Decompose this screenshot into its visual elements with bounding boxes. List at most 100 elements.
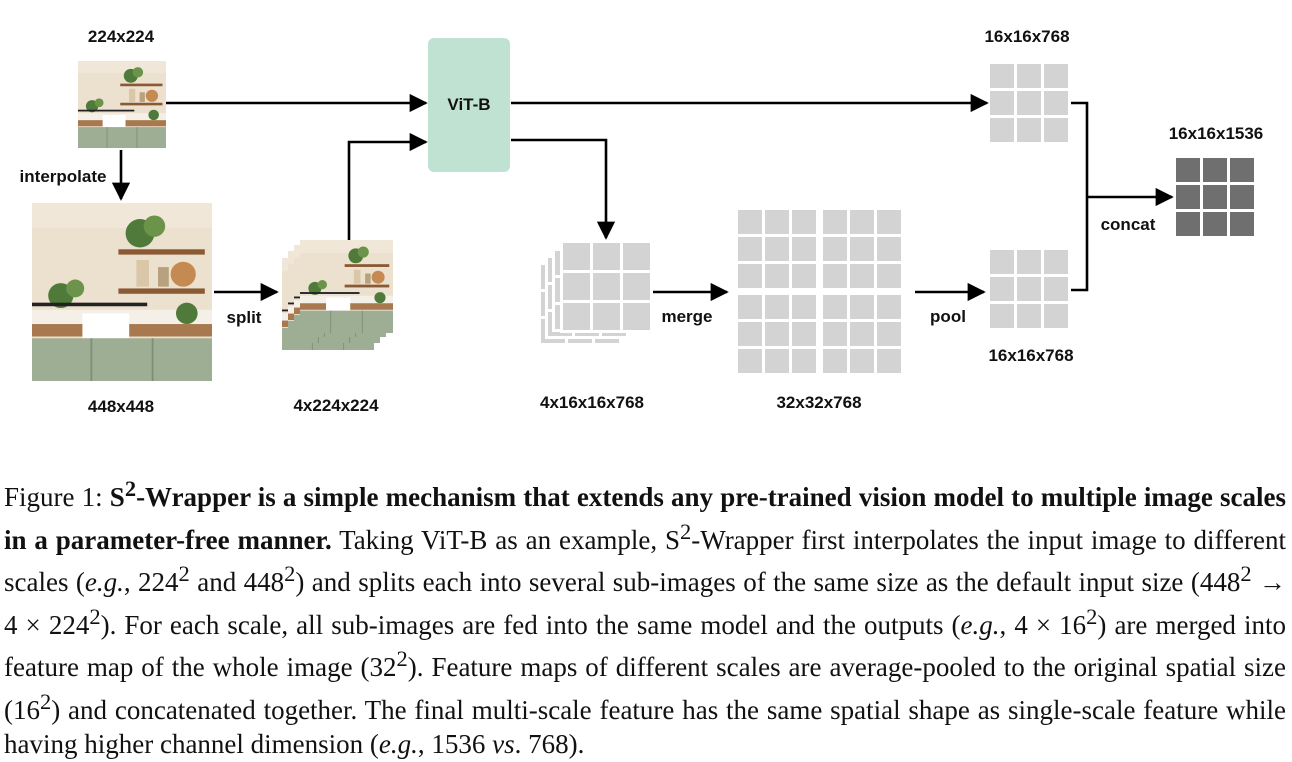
merged-cell [738, 210, 762, 234]
feature-concat-cell [1176, 212, 1200, 236]
merged-cell [823, 237, 847, 261]
input-image-224 [78, 61, 166, 148]
subfeature-layer-cell [563, 273, 590, 300]
feature-concat-cell [1230, 212, 1254, 236]
feature-concat-cell [1230, 185, 1254, 209]
feature-concat-cell [1176, 158, 1200, 182]
merged-cell [765, 349, 789, 373]
merged-cell [765, 295, 789, 319]
merged-cell [877, 349, 901, 373]
merged-cell [850, 264, 874, 288]
merged-cell [877, 264, 901, 288]
output-size-label: 16x16x1536 [1169, 124, 1264, 143]
split-label: split [227, 308, 262, 327]
s2-wrapper-diagram: ViT-B 224x224 interpolate 448x448 split … [0, 0, 1292, 440]
merged-cell [877, 237, 901, 261]
merged-cell [850, 237, 874, 261]
feature-224-cell [990, 118, 1014, 142]
feature-concat-cell [1230, 158, 1254, 182]
merged-cell [877, 210, 901, 234]
merged-cell [877, 295, 901, 319]
merged-cell [823, 322, 847, 346]
merged-cell [877, 322, 901, 346]
merged-cell [765, 237, 789, 261]
merged-cell [765, 322, 789, 346]
feature-pooled-cell [990, 250, 1014, 274]
merged-cell [823, 210, 847, 234]
feature-concat-cell [1176, 185, 1200, 209]
subimage-stack [282, 240, 393, 350]
feature-224-cell [990, 91, 1014, 115]
feature-224-cell [990, 64, 1014, 88]
pool-label: pool [930, 307, 966, 326]
feature-224-cell [1017, 91, 1041, 115]
merged-cell [792, 210, 816, 234]
arrow-vit-to-subfeatures [511, 140, 606, 238]
merged-cell [823, 349, 847, 373]
feature-concat-cell [1203, 158, 1227, 182]
figure-number: Figure 1: [4, 482, 103, 512]
feature-concat-cell [1203, 185, 1227, 209]
merged-cell [850, 349, 874, 373]
merged-cell [792, 349, 816, 373]
merged-size-label: 32x32x768 [776, 393, 861, 412]
merged-feature-grid [738, 210, 901, 373]
input-image-448 [32, 203, 212, 381]
merged-cell [738, 264, 762, 288]
subfeatures-size-label: 4x16x16x768 [540, 393, 644, 412]
output-feature-grid [1176, 158, 1254, 236]
merged-cell [738, 237, 762, 261]
merged-cell [738, 322, 762, 346]
figure-caption: Figure 1: S2-Wrapper is a simple mechani… [4, 472, 1286, 762]
merged-cell [792, 322, 816, 346]
feature-pooled-cell [1044, 250, 1068, 274]
subfeature-layer-cell [563, 303, 590, 330]
subfeature-layer-cell [623, 243, 650, 270]
input-large-size-label: 448x448 [88, 397, 154, 416]
merged-cell [850, 210, 874, 234]
subfeature-layer-cell [593, 303, 620, 330]
subfeature-layer-cell [623, 303, 650, 330]
merged-cell [738, 349, 762, 373]
feature-224-cell [1017, 64, 1041, 88]
merged-cell [792, 237, 816, 261]
merge-label: merge [661, 307, 712, 326]
feature-pooled-cell [1044, 304, 1068, 328]
merged-cell [823, 264, 847, 288]
concat-bracket [1071, 103, 1087, 290]
subfeature-stack [538, 240, 653, 346]
merged-cell [792, 295, 816, 319]
merged-cell [765, 264, 789, 288]
merged-cell [823, 295, 847, 319]
merged-cell [850, 322, 874, 346]
feature-pooled-cell [1017, 304, 1041, 328]
feature-pooled-cell [990, 277, 1014, 301]
feature-concat-cell [1203, 212, 1227, 236]
interpolate-label: interpolate [20, 167, 107, 186]
merged-cell [738, 295, 762, 319]
single-feature-size-label: 16x16x768 [984, 27, 1069, 46]
merged-cell [765, 210, 789, 234]
feature-pooled-cell [1017, 277, 1041, 301]
feature-pooled-cell [1044, 277, 1068, 301]
feature-224-cell [1017, 118, 1041, 142]
subfeature-layer-cell [593, 273, 620, 300]
feature-224-cell [1044, 118, 1068, 142]
concat-label: concat [1101, 215, 1156, 234]
feature-pooled-cell [1017, 250, 1041, 274]
pooled-feature-grid [990, 250, 1068, 328]
subfeature-layer-cell [593, 243, 620, 270]
merged-cell [850, 295, 874, 319]
feature-224-cell [1044, 64, 1068, 88]
subfeature-layer-cell [623, 273, 650, 300]
vit-b-label: ViT-B [447, 95, 490, 114]
subfeature-layer-cell [563, 243, 590, 270]
single-scale-feature-grid [990, 64, 1068, 142]
feature-224-cell [1044, 91, 1068, 115]
subimages-size-label: 4x224x224 [293, 396, 379, 415]
merged-cell [792, 264, 816, 288]
arrow-subimages-to-vit [349, 142, 426, 240]
pooled-size-label: 16x16x768 [988, 346, 1073, 365]
input-small-size-label: 224x224 [88, 27, 155, 46]
feature-pooled-cell [990, 304, 1014, 328]
